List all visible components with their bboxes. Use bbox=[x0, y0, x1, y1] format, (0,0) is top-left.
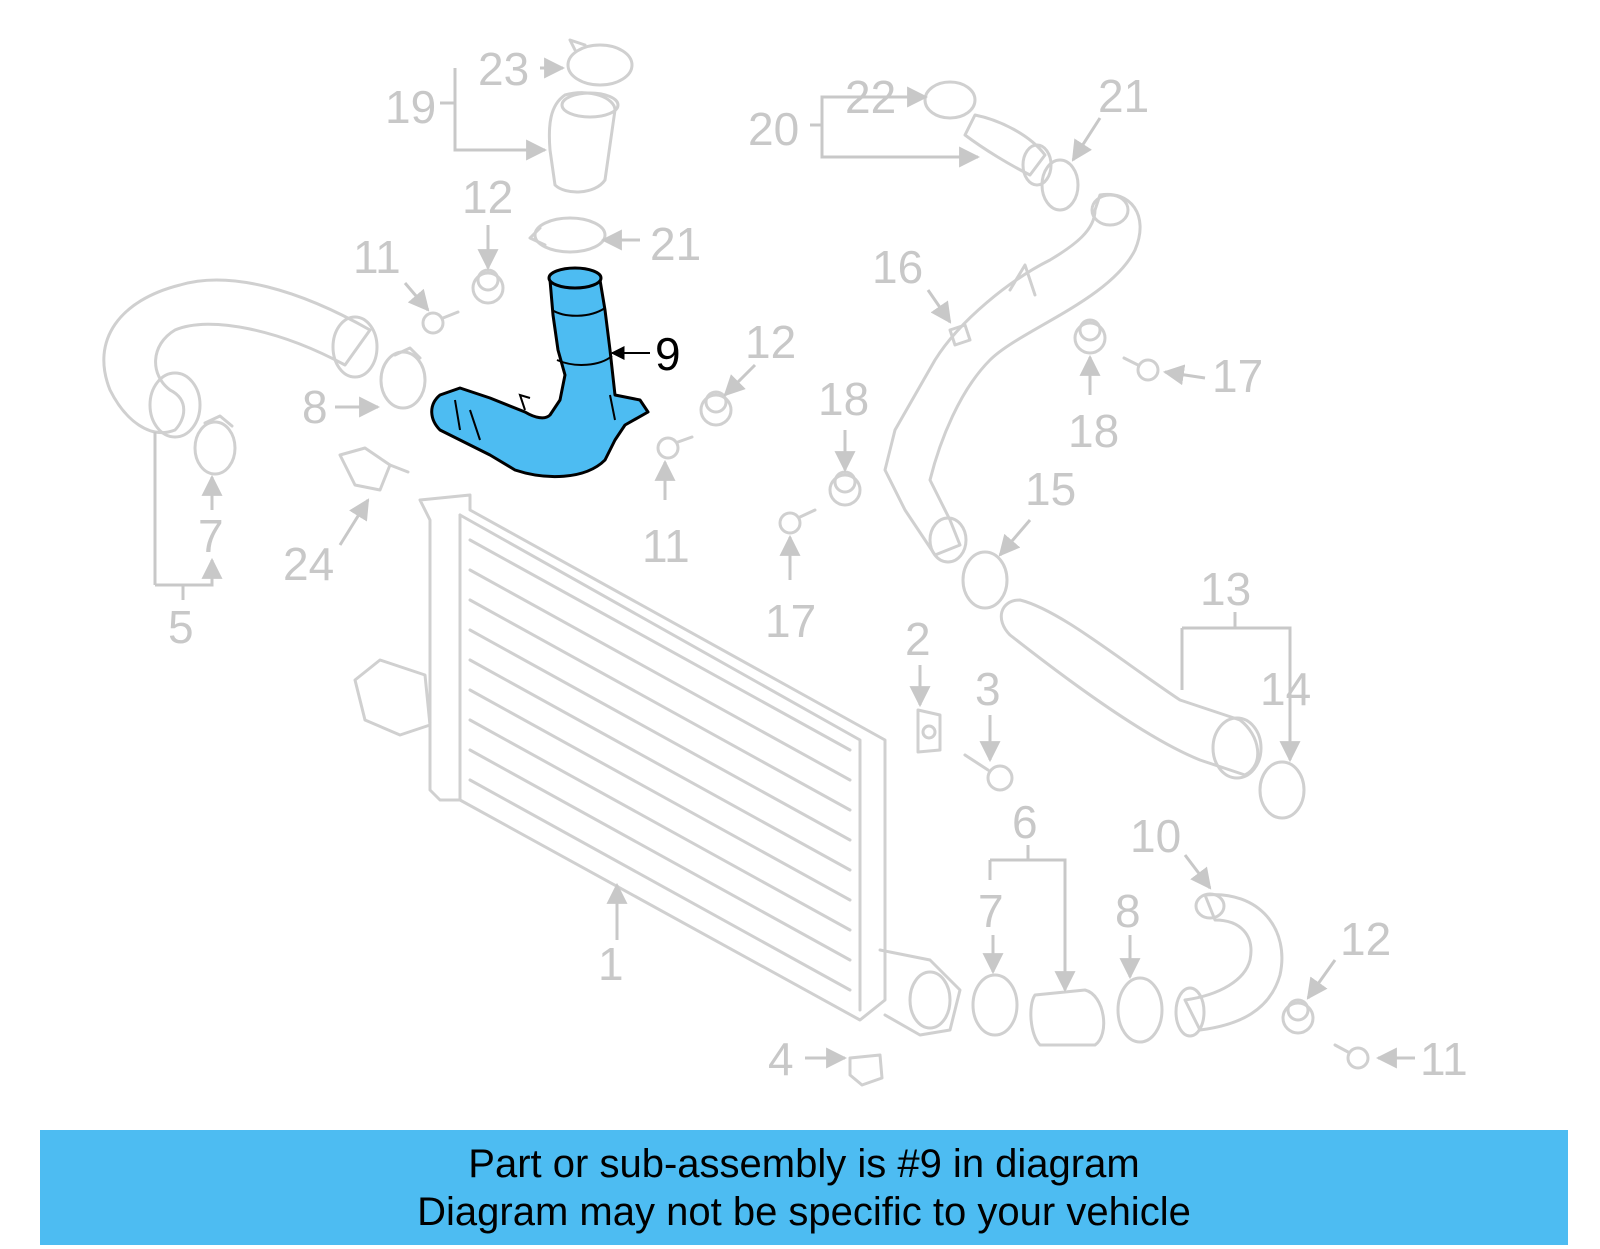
parts-diagram: 1 2 3 4 5 6 7 7 8 8 9 10 11 11 11 12 12 … bbox=[102, 38, 1468, 1087]
bracket-4 bbox=[848, 1053, 884, 1087]
callout-labels: 1 2 3 4 5 6 7 7 8 8 9 10 11 11 11 12 12 … bbox=[168, 43, 1468, 1085]
bolt-11-mid bbox=[656, 435, 694, 460]
nut-18-right bbox=[1073, 318, 1107, 355]
callout-16: 16 bbox=[872, 241, 923, 293]
callout-10: 10 bbox=[1130, 810, 1181, 862]
callout-11-bottom: 11 bbox=[1420, 1033, 1468, 1085]
nut-12-top bbox=[471, 268, 505, 305]
callout-12-top: 12 bbox=[462, 171, 513, 223]
callout-20: 20 bbox=[748, 103, 799, 155]
callout-6: 6 bbox=[1012, 796, 1038, 848]
leader-lines bbox=[153, 57, 1415, 1069]
banner-line-2: Diagram may not be specific to your vehi… bbox=[417, 1189, 1191, 1234]
hose-5 bbox=[102, 278, 379, 439]
clamp-21-right bbox=[1040, 158, 1080, 212]
callout-24: 24 bbox=[283, 538, 334, 590]
callout-11-mid: 11 bbox=[642, 520, 690, 572]
callout-5: 5 bbox=[168, 601, 194, 653]
clamp-15 bbox=[961, 550, 1009, 610]
callout-21-right: 21 bbox=[1098, 70, 1149, 122]
callout-1: 1 bbox=[598, 938, 624, 990]
bolt-11-bottom bbox=[1333, 1043, 1370, 1070]
clamp-7-top bbox=[193, 414, 237, 476]
callout-11-top: 11 bbox=[353, 231, 401, 283]
clamp-21-top bbox=[528, 216, 607, 254]
hose-19 bbox=[547, 91, 620, 194]
callout-4: 4 bbox=[768, 1033, 794, 1085]
callout-12-bottom: 12 bbox=[1340, 913, 1391, 965]
callout-7-bottom: 7 bbox=[978, 885, 1004, 937]
banner-line-1: Part or sub-assembly is #9 in diagram bbox=[468, 1141, 1140, 1186]
callout-13: 13 bbox=[1200, 563, 1251, 615]
callout-17-mid: 17 bbox=[765, 595, 816, 647]
callout-23: 23 bbox=[478, 43, 529, 95]
callout-8-bottom: 8 bbox=[1115, 885, 1141, 937]
intercooler bbox=[353, 493, 962, 1037]
callout-18-mid: 18 bbox=[818, 373, 869, 425]
callout-14: 14 bbox=[1260, 663, 1311, 715]
callout-9: 9 bbox=[655, 328, 681, 380]
callout-17-right: 17 bbox=[1212, 350, 1263, 402]
pipe-16 bbox=[883, 192, 1142, 564]
clamp-14 bbox=[1258, 760, 1306, 820]
nut-12-bottom bbox=[1281, 998, 1315, 1035]
clamp-23 bbox=[566, 38, 634, 87]
clamp-8-top bbox=[379, 346, 427, 410]
callout-21-top: 21 bbox=[650, 218, 701, 270]
callout-3: 3 bbox=[975, 663, 1001, 715]
hose-13 bbox=[999, 598, 1263, 780]
nut-12-mid bbox=[699, 390, 733, 427]
bolt-17-right bbox=[1122, 356, 1160, 382]
pipe-10 bbox=[1174, 892, 1284, 1038]
bracket-2 bbox=[916, 708, 942, 754]
charge-air-pipe-9 bbox=[430, 266, 650, 479]
bolt-3 bbox=[963, 753, 1014, 792]
callout-22: 22 bbox=[845, 71, 896, 123]
callout-19: 19 bbox=[385, 81, 436, 133]
clamp-22 bbox=[923, 80, 977, 120]
callout-8-left: 8 bbox=[302, 381, 328, 433]
callout-12-mid: 12 bbox=[745, 316, 796, 368]
bolt-17-mid bbox=[778, 508, 817, 535]
intercooler-fins bbox=[468, 538, 852, 992]
callout-7-left: 7 bbox=[198, 510, 224, 562]
bolt-11-top bbox=[421, 310, 460, 335]
bolt-16 bbox=[948, 323, 972, 347]
sensor-24 bbox=[338, 446, 410, 492]
hose-20 bbox=[963, 113, 1053, 187]
nut-18-mid bbox=[828, 470, 862, 507]
callout-2: 2 bbox=[905, 613, 931, 665]
clamp-7-bottom bbox=[971, 973, 1019, 1037]
info-banner: Part or sub-assembly is #9 in diagram Di… bbox=[40, 1130, 1568, 1245]
hose-6 bbox=[1029, 988, 1106, 1047]
callout-15: 15 bbox=[1025, 463, 1076, 515]
clamp-8-bottom bbox=[1116, 976, 1164, 1044]
callout-18-right: 18 bbox=[1068, 405, 1119, 457]
